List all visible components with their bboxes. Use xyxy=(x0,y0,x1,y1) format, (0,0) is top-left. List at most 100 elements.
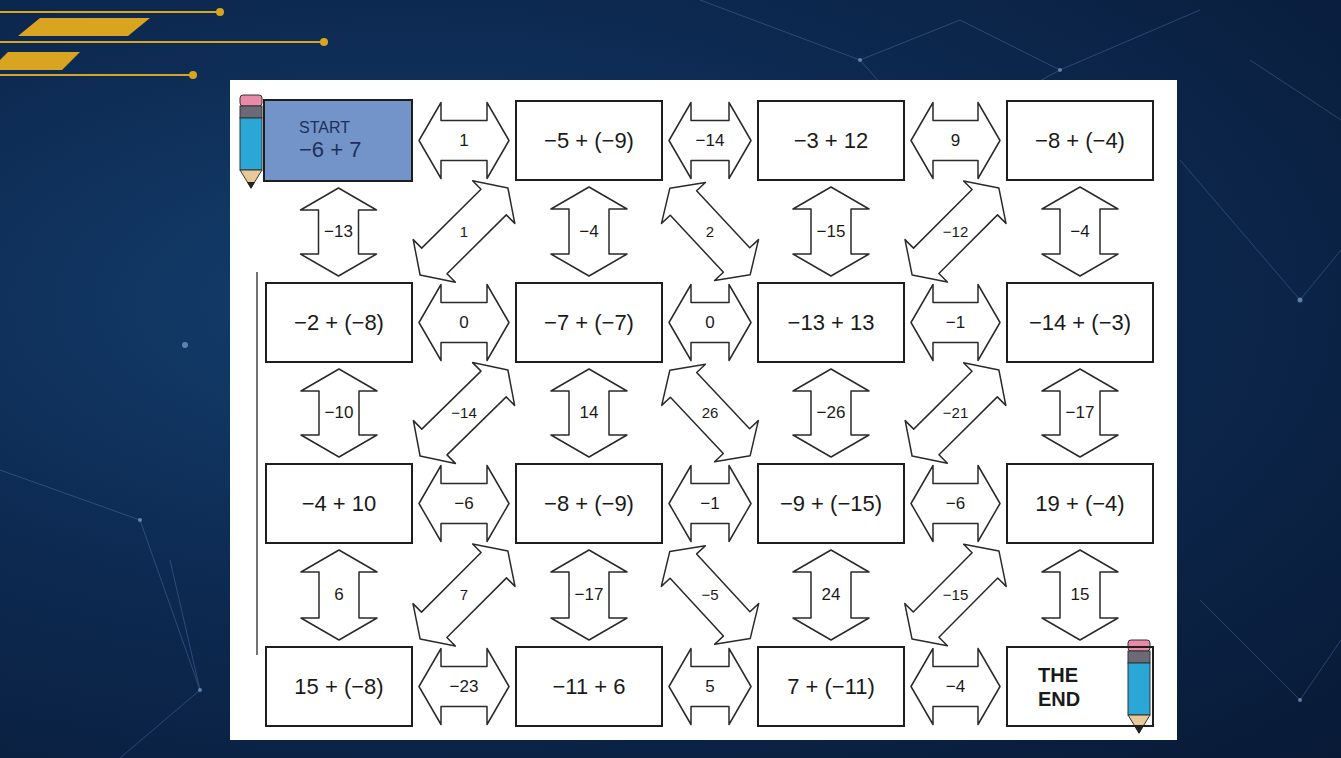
expression-box: −14 + (−3) xyxy=(1006,282,1154,363)
arrow-answer: −4 xyxy=(944,677,967,696)
double-arrow xyxy=(551,369,627,457)
worksheet-panel xyxy=(230,80,1177,740)
arrow-answer: −14 xyxy=(449,405,478,422)
diagonal-double-arrow xyxy=(662,364,759,461)
start-box: START−6 + 7 xyxy=(263,99,413,182)
arrow-answer: −23 xyxy=(448,677,481,696)
expression-box: −4 + 10 xyxy=(265,463,413,544)
expression-text: −6 + 7 xyxy=(299,137,361,162)
pencil-icon xyxy=(1128,640,1150,734)
double-arrow xyxy=(793,550,869,640)
expression-box: 19 + (−4) xyxy=(1006,463,1154,544)
diagonal-double-arrow xyxy=(413,363,514,464)
double-arrow xyxy=(301,188,377,276)
expression-text: −7 + (−7) xyxy=(544,310,634,335)
arrow-answer: 1 xyxy=(457,131,470,150)
expression-text: −14 + (−3) xyxy=(1029,310,1131,335)
diagonal-double-arrow xyxy=(661,546,758,645)
expression-box: 7 + (−11) xyxy=(757,646,905,727)
double-arrow xyxy=(419,466,509,542)
diagonal-double-arrow xyxy=(905,544,1006,646)
expression-box: −2 + (−8) xyxy=(265,282,413,363)
expression-text: −8 + (−4) xyxy=(1035,128,1125,153)
arrow-answer: −6 xyxy=(944,494,967,513)
end-box: THE END xyxy=(1006,646,1154,727)
double-arrow xyxy=(669,103,751,179)
pencil-icon xyxy=(240,95,262,189)
arrow-answer: −17 xyxy=(1064,404,1097,423)
expression-text: 19 + (−4) xyxy=(1035,491,1124,516)
arrow-answer: −15 xyxy=(815,222,848,241)
expression-text: 15 + (−8) xyxy=(294,674,383,699)
expression-box: 15 + (−8) xyxy=(265,646,413,727)
arrow-answer: −14 xyxy=(694,131,727,150)
double-arrow xyxy=(669,466,751,542)
arrow-answer: 24 xyxy=(820,586,843,605)
arrow-answer: −26 xyxy=(815,404,848,423)
diagonal-double-arrow xyxy=(413,544,515,646)
arrow-answer: −10 xyxy=(323,404,356,423)
expression-text: 7 + (−11) xyxy=(787,674,875,699)
arrow-answer: −1 xyxy=(698,494,721,513)
arrow-answer: −5 xyxy=(699,587,720,604)
expression-box: −11 + 6 xyxy=(515,646,663,727)
double-arrow xyxy=(551,187,627,276)
expression-text: −3 + 12 xyxy=(794,128,869,153)
expression-box: −8 + (−9) xyxy=(515,463,663,544)
double-arrow xyxy=(419,649,509,725)
expression-text: −11 + 6 xyxy=(553,674,626,699)
arrow-answer: 0 xyxy=(457,313,470,332)
expression-box: −3 + 12 xyxy=(757,100,905,181)
arrow-answer: −15 xyxy=(941,587,970,604)
double-arrow xyxy=(669,285,751,361)
expression-text: −13 + 13 xyxy=(788,310,875,335)
double-arrow xyxy=(301,369,377,457)
double-arrow xyxy=(911,649,1000,725)
double-arrow xyxy=(1042,369,1118,457)
arrow-answer: 7 xyxy=(458,587,470,604)
expression-text: −2 + (−8) xyxy=(294,310,384,335)
expression-box: −8 + (−4) xyxy=(1006,100,1154,181)
expression-text: THE END xyxy=(1038,663,1088,711)
arrow-answer: 5 xyxy=(703,677,716,696)
arrow-answer: 1 xyxy=(458,223,470,240)
expression-box: −9 + (−15) xyxy=(757,463,905,544)
double-arrow xyxy=(669,649,751,725)
margin-line xyxy=(256,272,258,655)
diagonal-double-arrow xyxy=(413,181,515,282)
diagonal-double-arrow xyxy=(662,183,759,281)
arrow-answer: −6 xyxy=(452,494,475,513)
double-arrow xyxy=(1042,187,1118,276)
double-arrow xyxy=(911,285,1000,361)
double-arrow xyxy=(301,550,377,640)
diagonal-double-arrow xyxy=(905,363,1006,463)
arrow-answer: 14 xyxy=(578,404,601,423)
gold-ornament xyxy=(0,8,328,79)
expression-box: −13 + 13 xyxy=(757,282,905,363)
arrow-answer: 2 xyxy=(704,223,716,240)
arrow-answer: −1 xyxy=(944,313,967,332)
double-arrow xyxy=(551,550,627,640)
arrow-answer: 6 xyxy=(332,586,345,605)
double-arrow xyxy=(419,103,509,179)
arrow-answer: −13 xyxy=(322,223,355,242)
double-arrow xyxy=(793,369,869,457)
expression-text: −4 + 10 xyxy=(302,491,377,516)
expression-text: −5 + (−9) xyxy=(544,128,634,153)
arrow-answer: 0 xyxy=(703,313,716,332)
arrow-answer: −4 xyxy=(1068,222,1091,241)
expression-box: −7 + (−7) xyxy=(515,282,663,363)
double-arrow xyxy=(911,466,1000,542)
expression-text: −9 + (−15) xyxy=(780,491,882,516)
double-arrow xyxy=(419,285,509,361)
arrow-answer: 9 xyxy=(949,131,962,150)
expression-text: −8 + (−9) xyxy=(544,491,634,516)
arrow-answer: 15 xyxy=(1069,586,1092,605)
diagonal-double-arrow xyxy=(905,181,1006,282)
start-label: START xyxy=(299,119,350,137)
expression-box: −5 + (−9) xyxy=(515,100,663,181)
double-arrow xyxy=(793,187,869,276)
